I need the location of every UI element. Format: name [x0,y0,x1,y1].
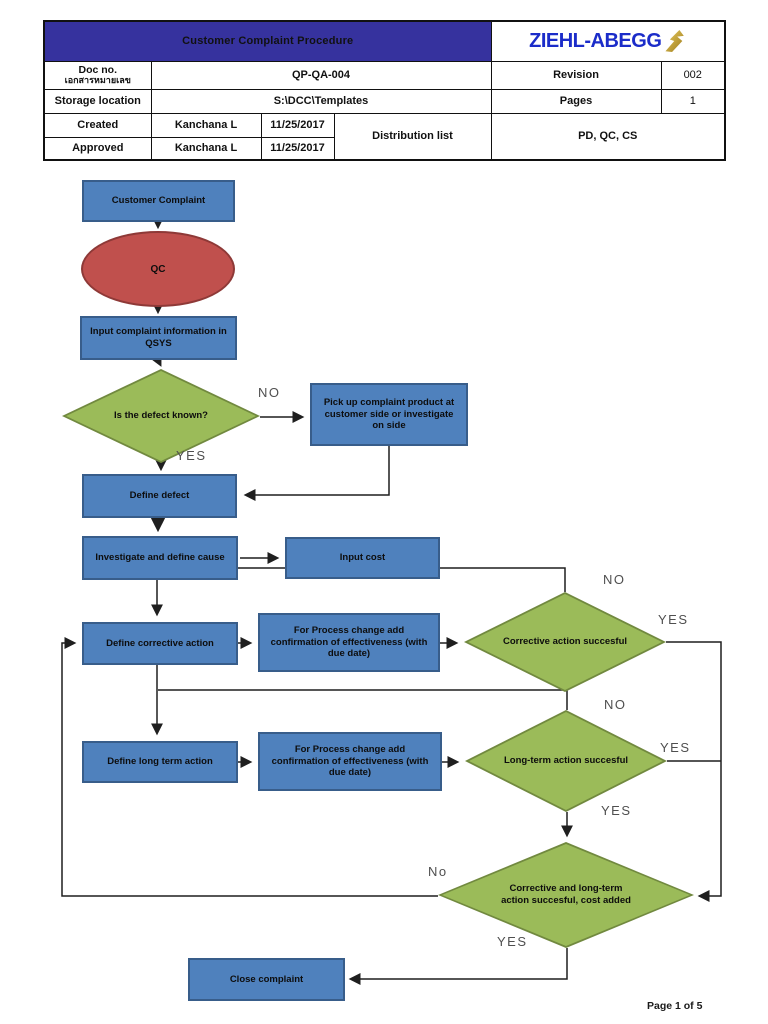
ziehl-abegg-logo-icon [665,30,685,53]
approved-label: Approved [43,136,152,161]
node-label: QC [150,263,166,275]
node-label: Customer Complaint [111,195,206,207]
flow-node-investigate-cause: Investigate and define cause [82,536,238,580]
node-label: Define long term action [107,756,213,768]
distribution-value: PD, QC, CS [490,112,726,161]
logo-cell: ZIEHL-ABEGG [490,20,726,62]
branch-label-defect-yes: YES [176,448,207,463]
flow-node-process-change-1: For Process change add confirmation of e… [258,613,440,672]
branch-label-both-no: No [428,864,448,879]
storage-value: S:\DCC\Templates [150,88,492,114]
branch-label-longterm-no: NO [604,697,627,712]
branch-label-corrective-yes: YES [658,612,689,627]
flow-decision-longterm-successful: Long-term action succesful [465,710,667,812]
flow-node-input-cost: Input cost [285,537,440,579]
flow-decision-both-successful: Corrective and long-term action succesfu… [438,842,694,948]
branch-label-defect-no: NO [258,385,281,400]
flow-node-qc: QC [81,231,235,307]
node-label: Define corrective action [106,637,214,649]
created-date: 11/25/2017 [260,112,335,138]
node-label: Investigate and define cause [95,552,225,564]
pages-value: 1 [660,88,726,114]
storage-label: Storage location [43,88,152,114]
flow-node-process-change-2: For Process change add confirmation of e… [258,732,442,791]
node-label: Corrective action succesful [502,636,628,648]
document-title: Customer Complaint Procedure [43,20,492,62]
node-label: Corrective and long-term action succesfu… [501,883,631,906]
node-label: Define defect [129,490,190,502]
flow-node-define-defect: Define defect [82,474,237,518]
doc-no-label: Doc no. [78,64,118,77]
pages-label: Pages [490,88,662,114]
node-label: Is the defect known? [114,410,208,422]
node-label: Long-term action succesful [503,755,629,767]
doc-no-label-thai: เอกสารหมายเลข [64,75,131,86]
distribution-label: Distribution list [333,112,492,161]
branch-label-longterm-yes-down: YES [601,803,632,818]
approved-by: Kanchana L [150,136,262,161]
node-label: For Process change add confirmation of e… [270,624,428,660]
approved-date: 11/25/2017 [260,136,335,161]
connector [243,446,390,501]
connector [158,689,568,710]
created-by: Kanchana L [150,112,262,138]
flow-node-customer-complaint: Customer Complaint [82,180,235,222]
flow-node-define-corrective: Define corrective action [82,622,238,665]
doc-no-value: QP-QA-004 [150,60,492,90]
revision-value: 002 [660,60,726,90]
node-label: Input cost [339,552,386,564]
branch-label-corrective-no: NO [603,572,626,587]
node-label: Close complaint [229,973,304,985]
doc-no-label-cell: Doc no. เอกสารหมายเลข [43,60,152,90]
branch-label-both-yes: YES [497,934,528,949]
flow-node-close-complaint: Close complaint [188,958,345,1001]
node-label: For Process change add confirmation of e… [271,743,429,779]
flow-node-define-longterm: Define long term action [82,741,238,783]
header-table: Customer Complaint Procedure ZIEHL-ABEGG… [43,20,726,161]
revision-label: Revision [490,60,662,90]
flow-decision-defect-known: Is the defect known? [62,369,260,463]
branch-label-longterm-yes: YES [660,740,691,755]
node-label: Input complaint information in QSYS [90,326,227,349]
flow-node-input-complaint: Input complaint information in QSYS [80,316,237,360]
node-label: Pick up complaint product at customer si… [323,396,455,432]
page-indicator: Page 1 of 5 [647,1000,703,1012]
created-label: Created [43,112,152,138]
connector [147,348,162,367]
flow-decision-corrective-successful: Corrective action succesful [464,592,666,692]
flow-node-pickup: Pick up complaint product at customer si… [310,383,468,446]
company-logo-text: ZIEHL-ABEGG [529,29,662,52]
connector [348,948,568,985]
